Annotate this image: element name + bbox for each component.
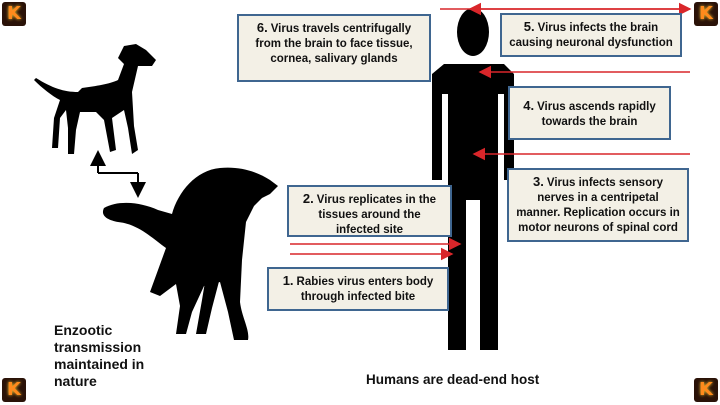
step-3-number: 3. — [533, 174, 544, 189]
step-6-text: Virus travels centrifugally from the bra… — [255, 23, 413, 65]
step-6-number: 6. — [256, 20, 268, 35]
standing-dog-icon — [34, 44, 156, 154]
step-2-box: 2.Virus replicates in the tissues around… — [287, 185, 452, 237]
transmission-cycle-arrow — [90, 150, 146, 198]
step-5-box: 5.Virus infects the brain causing neuron… — [500, 13, 682, 57]
logo-letter: K — [7, 3, 21, 24]
enzootic-caption: Enzootic transmission maintained in natu… — [54, 322, 145, 389]
corner-logo-bottom-right: K — [694, 378, 718, 402]
step-6-box: 6.Virus travels centrifugally from the b… — [237, 14, 431, 82]
step-5-text: Virus infects the brain causing neuronal… — [509, 22, 673, 49]
corner-logo-top-right: K — [694, 2, 718, 26]
logo-letter: K — [699, 379, 713, 400]
step-4-number: 4. — [523, 98, 535, 113]
logo-letter: K — [7, 379, 21, 400]
logo-letter: K — [699, 3, 713, 24]
step-4-text: Virus ascends rapidly towards the brain — [537, 101, 656, 128]
step-1-text: Rabies virus enters body through infecte… — [296, 276, 434, 303]
step-5-number: 5. — [523, 19, 535, 34]
step-3-box: 3.Virus infects sensory nerves in a cent… — [507, 168, 689, 242]
sitting-dog-icon — [102, 167, 278, 340]
corner-logo-top-left: K — [2, 2, 26, 26]
pathway-arrows — [290, 2, 692, 261]
step-1-box: 1.Rabies virus enters body through infec… — [267, 267, 449, 311]
step-3-text: Virus infects sensory nerves in a centri… — [516, 177, 680, 234]
step-2-text: Virus replicates in the tissues around t… — [316, 194, 437, 236]
corner-logo-bottom-left: K — [2, 378, 26, 402]
dead-end-host-caption: Humans are dead-end host — [366, 372, 540, 387]
step-1-number: 1. — [282, 273, 294, 288]
human-silhouette-icon — [432, 8, 514, 350]
step-2-number: 2. — [302, 191, 314, 206]
step-4-box: 4.Virus ascends rapidly towards the brai… — [508, 86, 671, 140]
